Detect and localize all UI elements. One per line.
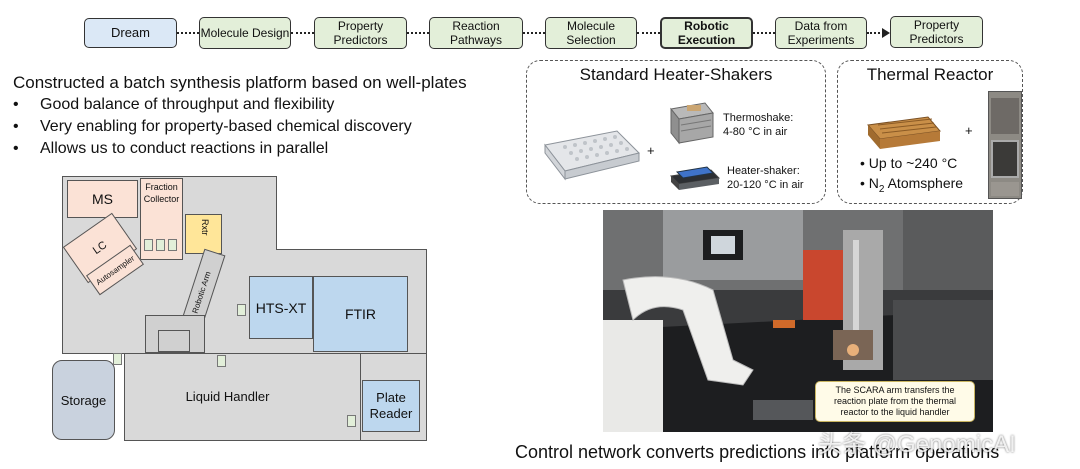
heater-shakers-title: Standard Heater-Shakers (579, 65, 773, 84)
atmosphere-suffix: Atomsphere (884, 175, 964, 191)
plate-reader: Plate Reader (362, 380, 420, 432)
watermark: 头条 @GenomicAI (818, 431, 1016, 458)
bullet-list: •Good balance of throughput and flexibil… (13, 96, 412, 162)
rxtr-module: Rxtr (185, 214, 222, 254)
reactor-bullet-atmosphere: • N2 Atomsphere (860, 175, 963, 195)
ftir-module: FTIR (313, 276, 408, 352)
reactor-block-icon (867, 116, 941, 149)
plus-sign: + (965, 123, 973, 138)
liquid-handler-label: Liquid Handler (185, 388, 270, 404)
well-plate-icon (217, 355, 226, 367)
liquid-handler: Liquid Handler (124, 353, 361, 441)
plate-reader-label: Plate Reader (369, 390, 413, 421)
step-molecule-design: Molecule Design (199, 17, 291, 49)
photo-caption: The SCARA arm transfers the reaction pla… (815, 381, 975, 422)
thermoshake-icon (670, 102, 714, 145)
step-dream: Dream (84, 18, 177, 48)
fraction-collector-label: Fraction Collector (143, 182, 180, 204)
hts-xt-label: HTS-XT (255, 299, 307, 316)
lab-photo-scene (603, 210, 993, 432)
bullet-text: Very enabling for property-based chemica… (40, 118, 412, 135)
storage-label: Storage (60, 392, 107, 408)
reactor-base (991, 182, 1019, 196)
bullet-item: •Very enabling for property-based chemic… (13, 118, 412, 135)
bottom-caption: Control network converts predictions int… (515, 442, 1000, 462)
connector (637, 32, 660, 34)
connector (291, 32, 314, 34)
step-reaction-pathways: Reaction Pathways (429, 17, 523, 49)
step-property-predictors: Property Predictors (314, 17, 407, 49)
reactor-top (991, 98, 1019, 134)
atmosphere-prefix: • N (860, 175, 879, 191)
connector (177, 32, 199, 34)
connector (523, 32, 545, 34)
bullet-item: •Good balance of throughput and flexibil… (13, 96, 335, 113)
ftir-label: FTIR (344, 306, 377, 322)
ms-module: MS (67, 180, 138, 218)
thermal-reactor-title: Thermal Reactor (866, 65, 994, 84)
well-plate-icon (237, 304, 246, 316)
rxtr-label: Rxtr (200, 219, 210, 236)
step-robotic-execution: Robotic Execution (660, 17, 753, 49)
heater-shaker-icon (669, 166, 721, 190)
fraction-collector: Fraction Collector (140, 178, 183, 260)
hts-xt-module: HTS-XT (249, 276, 313, 339)
well-plate-icon (113, 353, 122, 365)
well-plate-icon (347, 415, 356, 427)
step-property-predictors-final: Property Predictors (890, 16, 983, 48)
well-plate-icon (544, 130, 640, 181)
connector (867, 32, 884, 34)
well-plate-icon (144, 239, 153, 251)
robot-base-inner (158, 330, 190, 352)
reactor-enclosure-photo (988, 91, 1022, 199)
connector (407, 32, 429, 34)
step-data-from-experiments: Data from Experiments (775, 17, 867, 49)
storage-module: Storage (52, 360, 115, 440)
plus-sign: + (647, 143, 655, 158)
lab-photo: The SCARA arm transfers the reaction pla… (603, 210, 993, 432)
lc-label: LC (90, 239, 110, 257)
heater-shaker-label: Heater-shaker: 20-120 °C in air (727, 165, 804, 191)
heater-shakers-panel: Standard Heater-Shakers + Thermoshake: 4… (526, 60, 826, 204)
bullet-text: Allows us to conduct reactions in parall… (40, 140, 329, 157)
atmosphere-subscript: 2 (878, 183, 885, 195)
well-plate-icon (156, 239, 165, 251)
bullet-item: •Allows us to conduct reactions in paral… (13, 140, 329, 157)
arrow-head-icon (882, 28, 890, 38)
ms-label: MS (92, 191, 113, 207)
step-molecule-selection: Molecule Selection (545, 17, 637, 49)
headline: Constructed a batch synthesis platform b… (13, 73, 467, 92)
well-plate-icon (168, 239, 177, 251)
thermoshake-label: Thermoshake: 4-80 °C in air (723, 112, 794, 138)
thermal-reactor-panel: Thermal Reactor + • Up to ~240 °C • N2 A… (837, 60, 1023, 204)
connector (753, 32, 775, 34)
reactor-bullet-temperature: • Up to ~240 °C (860, 155, 958, 171)
reactor-window (991, 140, 1019, 178)
bullet-text: Good balance of throughput and flexibili… (40, 96, 335, 113)
